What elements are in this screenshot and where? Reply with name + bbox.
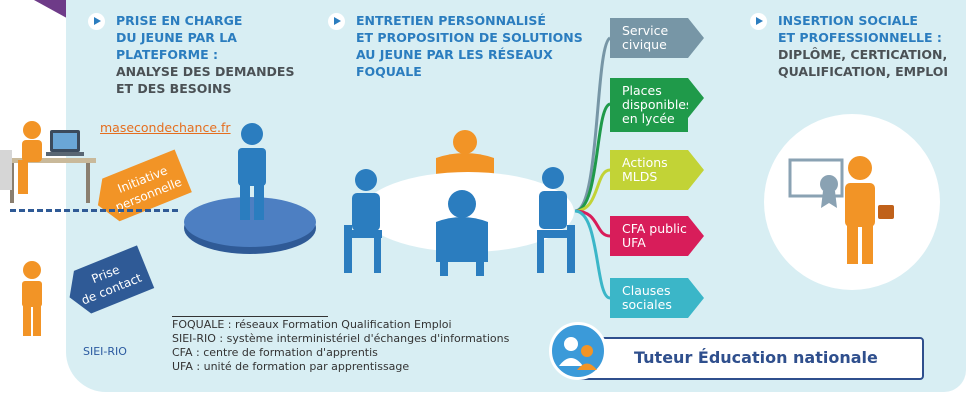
solution-tag-actions-mlds: Actions MLDS <box>610 150 704 190</box>
step-3-body-line: DIPLÔME, CERTICATION, <box>778 47 948 62</box>
corner-accent <box>34 0 74 22</box>
legend-rule <box>172 316 328 317</box>
initiative-tag: Initiative personnelle <box>97 149 192 222</box>
step-1-title-line: PLATEFORME : <box>116 47 219 62</box>
solution-label-line: Clauses <box>622 283 671 298</box>
step-3-title-line: ET PROFESSIONNELLE : <box>778 30 942 45</box>
solution-label-line: Actions <box>622 155 668 170</box>
legend: FOQUALE : réseaux Formation Qualificatio… <box>172 318 509 374</box>
tuteur-label: Tuteur Éducation nationale <box>634 348 878 367</box>
tuteur-people-overlay <box>559 337 597 370</box>
solution-label-line: UFA <box>622 235 646 250</box>
solution-label-line: CFA public <box>622 221 687 236</box>
step-2-title-line: ENTRETIEN PERSONNALISÉ <box>356 13 546 28</box>
solution-label-line: Places <box>622 83 662 98</box>
step-2-title-line: ET PROPOSITION DE SOLUTIONS <box>356 30 583 45</box>
solution-tag-places-lycee: Places disponibles en lycée <box>610 78 704 132</box>
solution-label-line: disponibles <box>622 97 693 112</box>
step-1-body-line: ANALYSE DES DEMANDES <box>116 64 295 79</box>
solution-label-line: civique <box>622 37 667 52</box>
tuteur-banner: Tuteur Éducation nationale <box>576 337 924 380</box>
play-arrow-icon <box>88 13 105 30</box>
step-3-title-line: INSERTION SOCIALE <box>778 13 918 28</box>
step-3-body-line: QUALIFICATION, EMPLOI <box>778 64 949 79</box>
dashed-divider <box>10 209 178 212</box>
siei-rio-label: SIEI-RIO <box>83 345 127 358</box>
step-1-title-line: DU JEUNE PAR LA <box>116 30 237 45</box>
step-1-body-line: ET DES BESOINS <box>116 81 232 96</box>
step-2-title-line: FOQUALE <box>356 64 422 79</box>
solution-tag-service-civique: Service civique <box>610 18 704 58</box>
contact-tag: Prise de contact <box>69 245 155 314</box>
branch-lines <box>574 36 612 300</box>
play-arrow-icon <box>750 13 767 30</box>
tuteur-badge <box>549 322 607 380</box>
step-2-title-line: AU JEUNE PAR LES RÉSEAUX <box>356 47 553 62</box>
insertion-icon <box>764 114 940 290</box>
solution-label-line: sociales <box>622 297 672 312</box>
website-link[interactable]: masecondechance.fr <box>100 120 231 135</box>
legend-line: FOQUALE : réseaux Formation Qualificatio… <box>172 318 452 331</box>
legend-line: SIEI-RIO : système interministériel d'éc… <box>172 332 510 345</box>
desk-person-icon <box>0 121 96 203</box>
step-1: PRISE EN CHARGE DU JEUNE PAR LA PLATEFOR… <box>88 12 328 112</box>
solution-label-line: Service <box>622 23 669 38</box>
play-arrow-icon <box>328 13 345 30</box>
person-icon <box>22 261 42 336</box>
solution-tag-cfa-public: CFA public UFA <box>610 216 704 256</box>
step-3: INSERTION SOCIALE ET PROFESSIONNELLE : D… <box>750 12 970 92</box>
solution-label-line: en lycée <box>622 111 675 126</box>
platform-icon <box>184 123 316 254</box>
solution-label-line: MLDS <box>622 169 658 184</box>
legend-line: CFA : centre de formation d'apprentis <box>172 346 378 359</box>
meeting-table-icon <box>344 130 575 276</box>
legend-line: UFA : unité de formation par apprentissa… <box>172 360 410 373</box>
step-1-title-line: PRISE EN CHARGE <box>116 13 243 28</box>
solution-tag-clauses-sociales: Clauses sociales <box>610 278 704 318</box>
step-2: ENTRETIEN PERSONNALISÉ ET PROPOSITION DE… <box>328 12 588 92</box>
